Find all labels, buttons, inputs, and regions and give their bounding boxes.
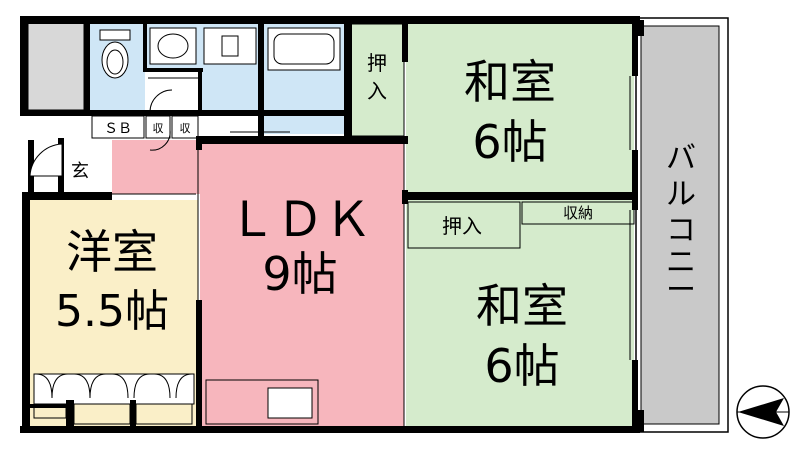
walls <box>20 16 640 433</box>
balcony-char-1: バ <box>666 141 696 176</box>
stove-icon <box>267 387 313 419</box>
hallway <box>112 140 200 194</box>
balcony-char-5: ー <box>666 273 696 308</box>
oshiire-bottom <box>407 201 521 249</box>
shuunou-label: 収納 <box>563 204 593 222</box>
north-arrow-icon <box>736 385 790 439</box>
youshitsu-size: 5.5帖 <box>55 286 169 337</box>
oshiire-top-label-1: 押 <box>367 51 387 75</box>
oshiire-bottom-label: 押入 <box>442 214 482 238</box>
washitsu-top-size: 6帖 <box>472 115 547 169</box>
washitsu-bottom-name: 和室 <box>476 279 568 333</box>
balcony-char-4: ニ <box>666 245 696 280</box>
ldk-name: ＬＤＫ <box>228 192 372 248</box>
washitsu-bottom-size: 6帖 <box>484 339 559 393</box>
entrance-door-swing <box>29 143 63 177</box>
balcony-char-3: コ <box>666 213 696 248</box>
oshiire-top-label-2: 入 <box>367 79 387 103</box>
balcony-char-2: ル <box>666 177 696 212</box>
closet-doors <box>33 373 195 425</box>
shuu-label-b: 収 <box>180 122 191 135</box>
washitsu-top-name: 和室 <box>464 55 556 109</box>
shuu-label-a: 収 <box>153 122 164 135</box>
balcony <box>635 17 729 433</box>
door-lines <box>112 60 631 426</box>
youshitsu-name: 洋室 <box>66 225 158 279</box>
entrance <box>62 142 112 194</box>
toilet-icon <box>99 29 131 79</box>
washbasin-icon <box>149 27 197 65</box>
wet-area <box>90 24 348 134</box>
ldk-size: 9帖 <box>262 247 337 301</box>
sb-label: ＳＢ <box>104 121 132 137</box>
shuunou-closet <box>521 201 635 225</box>
genkan-label: 玄 <box>71 161 89 182</box>
washitsu-top-floor <box>406 24 634 192</box>
bathtub-icon <box>267 27 341 71</box>
ldk-floor <box>200 142 404 426</box>
outdoor-storage <box>27 21 85 111</box>
